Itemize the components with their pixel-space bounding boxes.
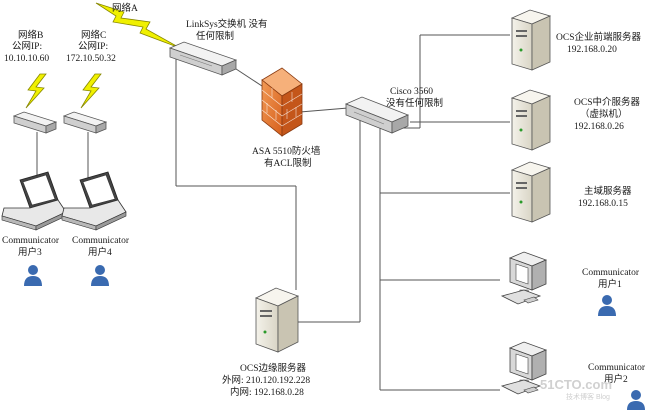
watermark: 51CTO.com 技术博客 Blog <box>540 377 612 401</box>
user-icon-user4 <box>91 265 109 286</box>
ocs-mediation-ip: 192.168.0.26 <box>574 122 624 132</box>
connection-lines <box>36 34 510 391</box>
cisco-label-line2: 没有任何限制 <box>386 97 443 109</box>
ocs-edge-label: OCS边缘服务器 外网: 210.120.192.228 内网: 192.168… <box>222 362 310 398</box>
user-icon-user1 <box>598 295 616 316</box>
server-icon-ocs-frontend <box>510 9 552 71</box>
switch-icon-cisco <box>344 96 410 134</box>
watermark-caption: 技术博客 Blog <box>566 392 610 401</box>
network-c-ip: 172.10.50.32 <box>66 54 116 64</box>
communicator-user2-name: Communicator <box>588 363 646 373</box>
ocs-mediation-label: OCS中介服务器 （虚拟机） 192.168.0.26 <box>574 96 640 132</box>
laptop-icon-user4 <box>61 171 127 231</box>
watermark-logo: 51CTO.com <box>540 377 612 392</box>
desktop-computer-icon-user2 <box>500 341 548 395</box>
communicator-user4-name: Communicator <box>72 236 130 246</box>
ocs-frontend-label: OCS企业前端服务器 192.168.0.20 <box>556 31 641 55</box>
ocs-frontend-name: OCS企业前端服务器 <box>556 31 641 43</box>
linksys-label-line1: LinkSys交换机 没有 <box>186 18 268 30</box>
ocs-mediation-name: OCS中介服务器 <box>574 96 640 108</box>
network-c-name: 网络C <box>81 29 106 41</box>
asa-label-line2: 有ACL限制 <box>264 157 312 169</box>
ocs-edge-internal-ip: 内网: 192.168.0.28 <box>230 386 304 398</box>
communicator-user1-name: Communicator <box>582 268 640 278</box>
network-c-label: 网络C 公网IP: 172.10.50.32 <box>66 29 116 64</box>
communicator-user4-label: Communicator 用户4 <box>72 236 130 258</box>
desktop-computer-icon-user1 <box>500 251 548 305</box>
domain-server-ip: 192.168.0.15 <box>578 199 628 209</box>
communicator-user2-user: 用户2 <box>604 373 628 385</box>
ocs-mediation-note: （虚拟机） <box>580 108 628 120</box>
switch-icon-network-b <box>12 111 58 134</box>
domain-server-name: 主域服务器 <box>584 185 632 197</box>
user-icon-user2 <box>627 390 645 410</box>
switch-icon-network-c <box>62 111 108 134</box>
communicator-user3-user: 用户3 <box>18 246 42 258</box>
asa-label-line1: ASA 5510防火墙 <box>252 145 321 157</box>
firewall-icon <box>261 67 303 137</box>
network-b-label: 网络B 公网IP: 10.10.10.60 <box>4 29 49 64</box>
laptop-icon-user3 <box>1 171 67 231</box>
asa-label: ASA 5510防火墙 有ACL限制 <box>252 145 321 169</box>
linksys-label: LinkSys交换机 没有 任何限制 <box>186 18 268 42</box>
lightning-icon-network-a <box>95 2 181 49</box>
communicator-user3-name: Communicator <box>2 236 60 246</box>
network-b-ip: 10.10.10.60 <box>4 54 49 64</box>
ocs-frontend-ip: 192.168.0.20 <box>567 45 617 55</box>
linksys-label-line2: 任何限制 <box>196 30 234 42</box>
user-icon-user3 <box>24 265 42 286</box>
communicator-user1-label: Communicator 用户1 <box>582 268 640 290</box>
network-c-ip-caption: 公网IP: <box>78 41 108 52</box>
lightning-icon-network-c <box>80 73 102 109</box>
network-b-ip-caption: 公网IP: <box>12 41 42 52</box>
network-a-label: 网络A <box>112 2 138 14</box>
switch-icon-linksys <box>168 41 238 76</box>
server-icon-ocs-mediation <box>510 89 552 151</box>
communicator-user4-user: 用户4 <box>88 246 112 258</box>
lightning-icon-network-b <box>25 73 47 109</box>
ocs-edge-name: OCS边缘服务器 <box>240 362 306 374</box>
cisco-label-line1: Cisco 3560 <box>390 87 433 97</box>
network-b-name: 网络B <box>18 29 43 41</box>
ocs-edge-external-ip: 外网: 210.120.192.228 <box>222 374 310 386</box>
communicator-user3-label: Communicator 用户3 <box>2 236 60 258</box>
domain-server-label: 主域服务器 192.168.0.15 <box>578 185 632 209</box>
server-icon-domain <box>510 161 552 223</box>
server-icon-ocs-edge <box>254 287 300 353</box>
communicator-user2-label: Communicator 用户2 <box>588 363 646 385</box>
communicator-user1-user: 用户1 <box>598 278 622 290</box>
cisco-label: Cisco 3560 没有任何限制 <box>386 87 443 109</box>
